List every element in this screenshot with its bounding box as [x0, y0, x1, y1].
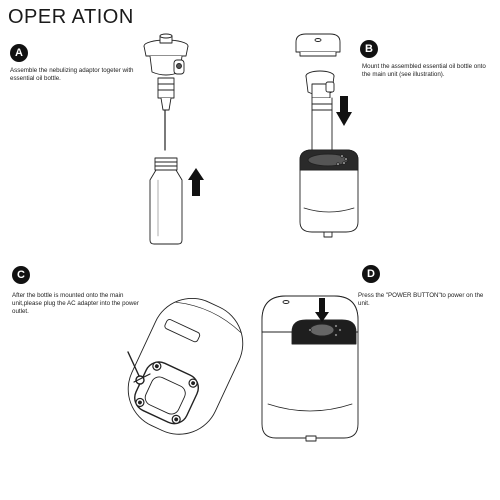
page-title: OPER ATION: [8, 6, 134, 28]
device-lid: [295, 33, 341, 57]
step-c-text: After the bottle is mounted onto the mai…: [12, 292, 139, 315]
down-arrow-icon: [336, 96, 352, 126]
step-b-text: Mount the assembled essential oil bottle…: [362, 63, 486, 78]
ac-adapter-plug: [127, 351, 151, 385]
main-unit-b: [299, 149, 359, 238]
up-arrow-icon: [188, 168, 204, 196]
step-a-text: Assemble the nebulizing adaptor togeter …: [10, 67, 134, 82]
main-unit-rear: [127, 297, 244, 435]
step-d-badge: D: [362, 265, 380, 283]
down-arrow-icon: [315, 298, 329, 322]
nebulizing-adaptor: [143, 33, 189, 151]
step-d-text: Press the "POWER BUTTON"to power on the …: [358, 292, 484, 307]
step-a-badge: A: [10, 44, 28, 62]
step-b-badge: B: [360, 40, 378, 58]
step-c-badge: C: [12, 266, 30, 284]
main-unit-front: [261, 295, 359, 442]
essential-oil-bottle: [149, 157, 183, 245]
assembled-bottle: [305, 70, 335, 155]
